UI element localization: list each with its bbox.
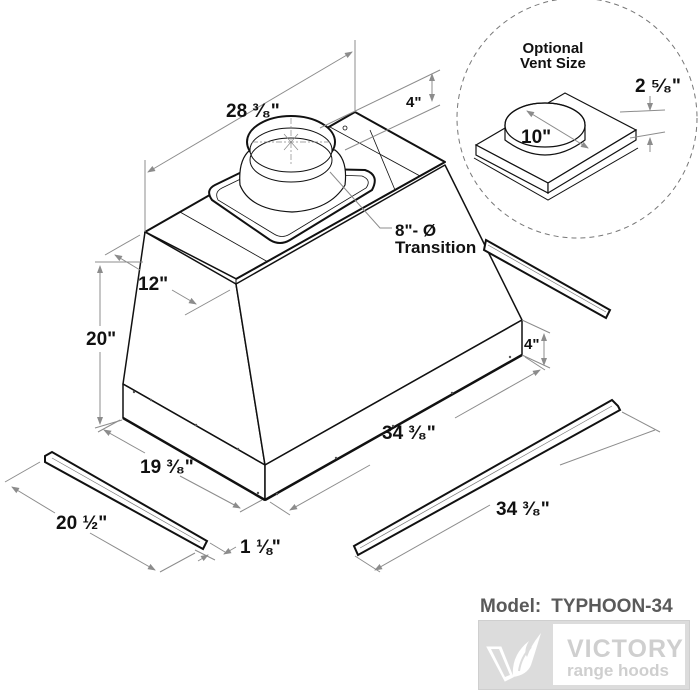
dim-base-depth: 19 ³⁄₈" [140, 457, 194, 478]
dim-depth-top: 12" [138, 274, 169, 295]
model-value: TYPHOON-34 [551, 596, 673, 617]
brand-name: VICTORY [567, 635, 684, 663]
dim-front-rail-length: 34 ³⁄₈" [496, 499, 550, 520]
optional-vent-title-line1: Optional [522, 40, 584, 57]
dim-rail-width: 1 ⅛" [240, 537, 281, 558]
rail-side [44, 450, 209, 551]
dimension-lines [4, 40, 661, 573]
brand-logo: VICTORY range hoods [478, 620, 690, 690]
optional-vent-title-line2: Vent Size [520, 55, 586, 72]
dim-base-width: 34 ³⁄₈" [382, 423, 436, 444]
rail-front [352, 398, 622, 557]
brand-panel [553, 624, 685, 685]
optional-vent-title: Optional Vent Size [520, 41, 586, 71]
transition-callout: 8"- Ø Transition [395, 222, 476, 256]
dim-vent-collar-height: 2 ⁵⁄₈" [635, 76, 681, 97]
rail-right-top [482, 238, 612, 320]
dim-top-length: 28 ³⁄₈" [226, 101, 280, 122]
dim-base-band-height: 4" [524, 336, 540, 353]
optional-vent-detail [456, 0, 698, 239]
v-flame-icon [486, 633, 541, 682]
dim-height: 20" [86, 329, 117, 350]
hood-body [122, 111, 523, 502]
dim-vent-diameter: 10" [521, 127, 552, 148]
dim-side-rail-length: 20 ½" [56, 513, 108, 534]
dim-transition-height: 4" [406, 94, 422, 111]
transition-callout-label: Transition [395, 238, 477, 257]
brand-tagline: range hoods [567, 661, 670, 680]
transition-callout-size: 8"- Ø [395, 221, 437, 240]
model-caption: Model: TYPHOON-34 [480, 596, 673, 618]
model-label: Model: [480, 596, 542, 617]
